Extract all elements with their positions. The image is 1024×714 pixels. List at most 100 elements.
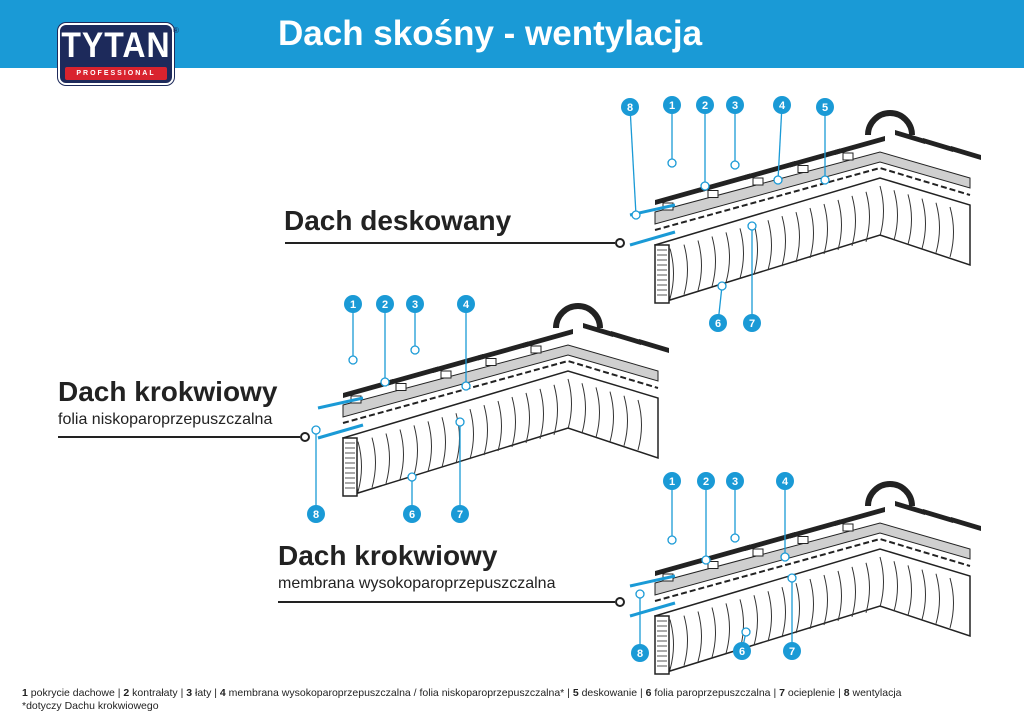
callout-target (631, 210, 641, 220)
roof-tile (790, 148, 840, 168)
callout-number: 1 (669, 476, 675, 488)
callout-badge (663, 96, 681, 114)
membrane-layer (342, 359, 659, 424)
callout-number: 4 (782, 476, 789, 488)
roof-tile (923, 138, 953, 152)
callout-number: 4 (463, 299, 470, 311)
legend-label: ocieplenie (787, 687, 836, 699)
title-underline-end (615, 238, 625, 248)
callout-number: 5 (822, 102, 828, 114)
tytan-logo: TYTAN PROFESSIONAL (58, 23, 174, 85)
roof-tile (388, 366, 438, 386)
callout-number: 8 (627, 102, 633, 114)
ridge-tile (865, 110, 915, 136)
callout-number: 6 (739, 646, 745, 658)
callout-number: 1 (350, 299, 356, 311)
legend-number: 2 (123, 687, 133, 699)
callout-badge (631, 644, 649, 662)
ventilation-arrow (629, 574, 676, 588)
callout-target (780, 552, 790, 562)
batten (707, 190, 719, 198)
callout-badge (403, 505, 421, 523)
callout-target (730, 160, 740, 170)
roof-tile (790, 519, 840, 539)
callout-target (773, 175, 783, 185)
ventilation-arrow (317, 396, 364, 410)
batten (797, 536, 809, 544)
callout-number: 3 (732, 100, 738, 112)
callout-number: 6 (409, 509, 415, 521)
callout-badge (776, 472, 794, 490)
legend-label: folia paroprzepuszczalna (654, 687, 771, 699)
counter-batten-layer (342, 344, 659, 418)
callout-badge (733, 642, 751, 660)
batten (440, 370, 452, 379)
callout-badge (726, 472, 744, 490)
callout-badge (783, 642, 801, 660)
diagram-title-krokwiowy-1: Dach krokwiowy (58, 376, 278, 407)
callout-badge (696, 96, 714, 114)
callout-badge (376, 295, 394, 313)
ridge-tile (865, 481, 915, 507)
legend-number: 1 (22, 687, 31, 699)
callout-leader (777, 104, 783, 181)
roof-tile (655, 557, 705, 576)
legend-separator: | (177, 687, 187, 699)
callout-number: 2 (702, 100, 708, 112)
callout-target (820, 175, 830, 185)
callout-target (700, 181, 710, 191)
callout-target (461, 381, 471, 391)
callout-target (380, 377, 390, 387)
callout-target (667, 535, 677, 545)
roof-tile (745, 532, 795, 551)
logo-subtext: PROFESSIONAL (65, 67, 167, 80)
counter-batten-layer (654, 151, 971, 225)
callout-number: 4 (779, 100, 786, 112)
callout-target (730, 533, 740, 543)
diagram-subtitle-2: membrana wysokoparoprzepuszczalna (278, 575, 556, 592)
batten (842, 152, 854, 161)
insulation-layer (654, 548, 971, 672)
callout-badge (816, 98, 834, 116)
wall-plate (654, 244, 670, 304)
legend-separator: | (770, 687, 780, 699)
callout-number: 7 (789, 646, 795, 658)
callout-number: 1 (669, 100, 675, 112)
legend-label: deskowanie (581, 687, 638, 699)
legend-separator: | (211, 687, 220, 699)
roof-tile (611, 331, 641, 345)
roof-tile (923, 509, 953, 523)
legend-separator: | (114, 687, 124, 699)
legend-number: 7 (779, 687, 788, 699)
insulation-wool (669, 556, 954, 670)
batten (752, 548, 764, 557)
roof-tile (523, 329, 573, 348)
ventilation-arrow (317, 423, 364, 440)
diagram-title-deskowany: Dach deskowany (284, 205, 512, 236)
callout-badge (726, 96, 744, 114)
callout-badge (621, 98, 639, 116)
legend-separator: | (637, 687, 646, 699)
roof-tile (951, 146, 981, 160)
callout-target (455, 417, 465, 427)
callout-number: 7 (457, 509, 463, 521)
callout-target (717, 281, 727, 291)
callout-badge (743, 314, 761, 332)
roof-tile (835, 136, 885, 155)
title-underline-end (615, 597, 625, 607)
callout-number: 8 (313, 509, 319, 521)
batten (797, 165, 809, 173)
roof-tile (639, 339, 669, 353)
insulation-layer (654, 177, 971, 301)
callout-target (741, 627, 751, 637)
legend-separator: | (564, 687, 573, 699)
callout-target (667, 158, 677, 168)
roof-tile (583, 323, 613, 337)
wall-plate (342, 437, 358, 497)
callout-target (407, 472, 417, 482)
callout-badge (709, 314, 727, 332)
legend-items: 1 pokrycie dachowe | 2 kontrałaty | 3 ła… (22, 687, 902, 700)
legend-label: łaty (195, 687, 212, 699)
callout-number: 8 (637, 648, 643, 660)
ridge-tile (553, 303, 603, 329)
